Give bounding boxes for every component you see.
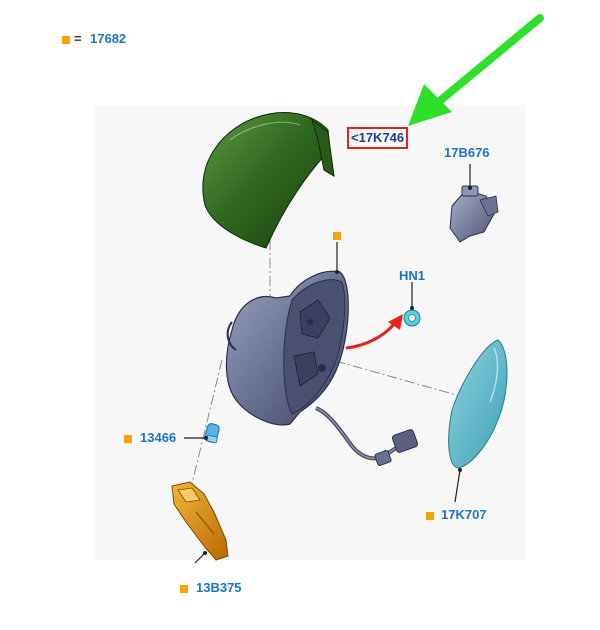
legend-marker-square-icon [62, 36, 70, 44]
nut-part [403, 309, 421, 327]
red-direction-arrow-icon [345, 314, 403, 350]
green-pointer-arrow-icon [408, 14, 544, 126]
bulb-marker-square-icon [124, 435, 132, 443]
mirror-cover-part [202, 112, 335, 249]
legend-equals: = [74, 31, 82, 46]
bulb-part [204, 423, 220, 444]
glass-part-label: 17K707 [441, 507, 487, 522]
mirror-glass-part [448, 339, 508, 469]
lamp-part-label: 13B375 [196, 580, 242, 595]
glass-marker-square-icon [426, 512, 434, 520]
housing-marker-square-icon [333, 232, 341, 240]
guide-lines [189, 240, 461, 493]
leader-dots [203, 186, 472, 555]
bulb-part-label: 13466 [140, 430, 177, 445]
leader-lines [184, 164, 471, 564]
nut-part-label: HN1 [399, 268, 426, 283]
legend-value: 17682 [90, 31, 127, 46]
side-lamp-part [171, 481, 229, 561]
mirror-housing-part [225, 270, 419, 466]
lamp-marker-square-icon [180, 585, 188, 593]
bracket-part-label: 17B676 [444, 145, 490, 160]
cover-part-label: <17K746 [347, 127, 409, 149]
